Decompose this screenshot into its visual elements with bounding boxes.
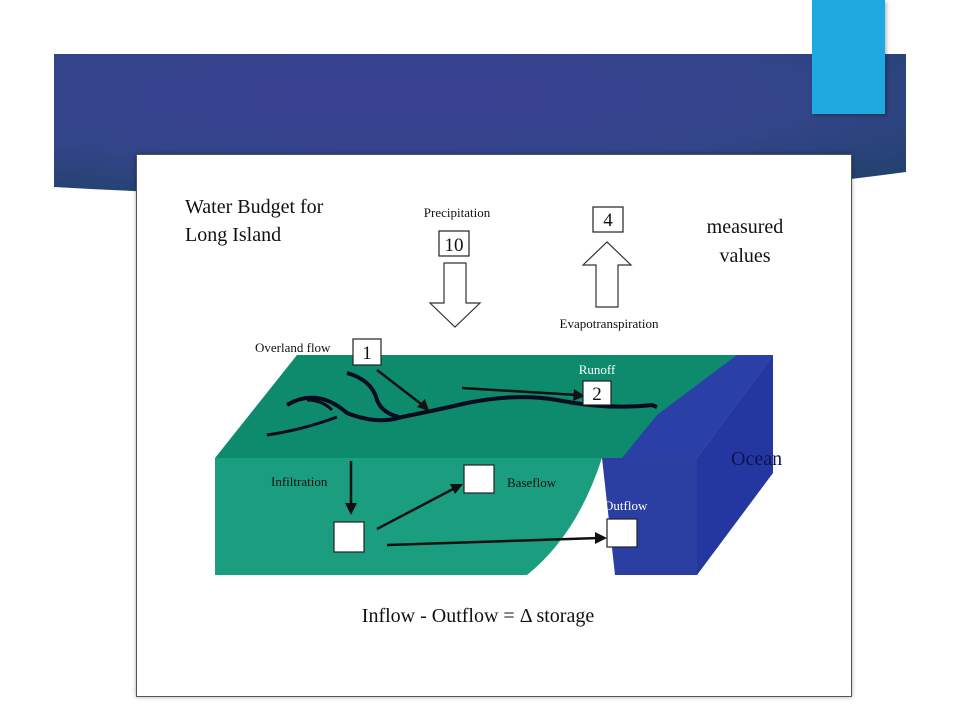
infiltration-value-box (333, 521, 365, 553)
coast-gap (527, 458, 616, 575)
baseflow-value-box (463, 464, 495, 494)
ocean-label: Ocean (731, 448, 782, 470)
legend-line2: values (719, 245, 770, 267)
overland-flow-value: 1 (362, 343, 372, 364)
precipitation-arrow (428, 262, 482, 328)
diagram-title-line2: Long Island (185, 224, 281, 246)
overland-flow-label: Overland flow (255, 340, 331, 355)
overland-flow-arrow (376, 369, 426, 408)
diagram-panel: 10 4 1 2 Water Budget for Long Island me… (136, 154, 852, 697)
precipitation-label: Precipitation (424, 205, 491, 220)
outflow-label: Outflow (604, 498, 648, 513)
land-front-face (215, 458, 602, 575)
diagram-title-line1: Water Budget for (185, 196, 324, 218)
stream-branch-2 (346, 371, 400, 419)
baseflow-arrow (376, 486, 456, 531)
overland-flow-value-box (352, 338, 382, 366)
accent-rectangle (812, 0, 885, 114)
outflow-arrowhead (595, 532, 607, 544)
runoff-arrow (461, 386, 578, 397)
stream-branch-1 (266, 415, 338, 437)
legend-line1: measured (707, 216, 784, 238)
precipitation-value: 10 (445, 235, 464, 256)
runoff-value: 2 (592, 384, 602, 405)
infiltration-label: Infiltration (271, 474, 328, 489)
evapotranspiration-arrow (581, 241, 633, 308)
outflow-arrow (386, 536, 600, 547)
baseflow-label: Baseflow (507, 475, 557, 490)
land-top-surface (215, 355, 773, 458)
runoff-arrowhead (573, 389, 585, 401)
water-budget-diagram: 10 4 1 2 Water Budget for Long Island me… (185, 196, 784, 627)
stream-main (285, 395, 658, 423)
runoff-label: Runoff (579, 362, 616, 377)
ocean-side-face (697, 355, 773, 575)
evapotranspiration-label: Evapotranspiration (560, 316, 659, 331)
baseflow-arrowhead (450, 484, 463, 494)
precipitation-value-box (438, 230, 470, 257)
ocean-front-face (602, 458, 697, 575)
outflow-value-box (606, 518, 638, 548)
storage-equation: Inflow - Outflow = Δ storage (362, 605, 595, 627)
runoff-value-box (582, 380, 612, 406)
stream-branch-3 (306, 398, 334, 412)
evapotranspiration-value: 4 (603, 210, 613, 231)
infiltration-arrowhead (345, 503, 357, 515)
ocean-top-face (622, 355, 773, 458)
evapotranspiration-value-box (592, 206, 624, 233)
overland-flow-arrowhead (417, 399, 429, 411)
